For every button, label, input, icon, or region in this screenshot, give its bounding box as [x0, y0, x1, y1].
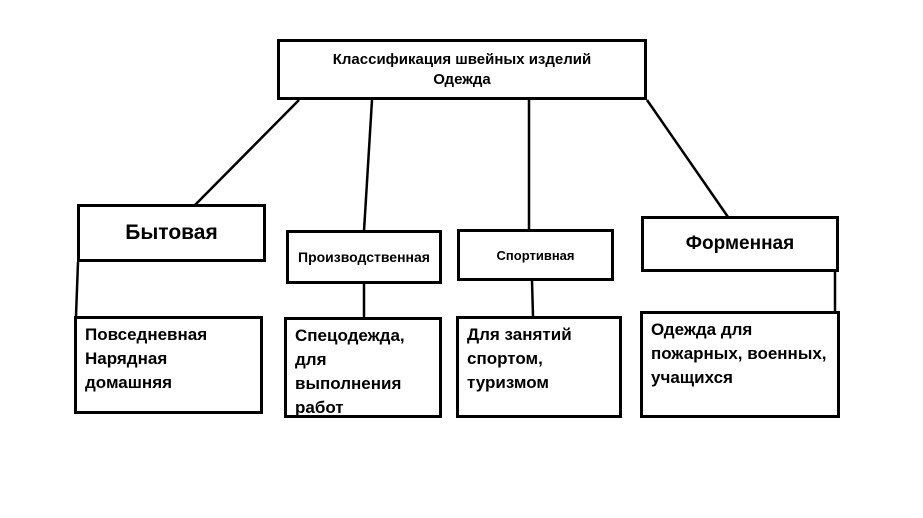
detail-line: Спецодежда,	[295, 326, 405, 345]
details-proizvodstvennaya: Спецодежда, для выполнения работ	[284, 317, 442, 418]
details-sportivnaya: Для занятий спортом, туризмом	[456, 316, 622, 418]
connector-bytovaya-details	[74, 261, 80, 317]
category-formennaya: Форменная	[641, 216, 839, 272]
detail-line: работ	[295, 398, 344, 417]
root-subtitle: Одежда	[433, 70, 491, 88]
detail-line: домашняя	[85, 373, 173, 392]
category-label: Производственная	[298, 249, 430, 265]
category-bytovaya: Бытовая	[77, 204, 266, 262]
connector-root-formennaya	[645, 99, 730, 218]
detail-line: выполнения	[295, 374, 402, 393]
connector-sportivnaya-details	[530, 280, 535, 317]
root-title: Классификация швейных изделий	[332, 50, 592, 68]
detail-line: Повседневная	[85, 325, 208, 344]
details-formennaya: Одежда для пожарных, военных, учащихся	[640, 311, 840, 418]
category-label: Форменная	[685, 233, 795, 254]
detail-line: пожарных, военных,	[651, 344, 827, 363]
root-node: Классификация швейных изделий Одежда	[277, 39, 647, 100]
category-label: Бытовая	[125, 221, 218, 244]
detail-line: для	[295, 350, 327, 369]
detail-line: Для занятий	[467, 325, 572, 344]
detail-line: спортом,	[467, 349, 543, 368]
connector-root-proizvodstvennaya	[362, 99, 374, 232]
details-bytovaya: Повседневная Нарядная домашняя	[74, 316, 263, 414]
detail-line: туризмом	[467, 373, 549, 392]
detail-line: учащихся	[651, 368, 733, 387]
detail-line: Одежда для	[651, 320, 753, 339]
category-sportivnaya: Спортивная	[457, 229, 614, 281]
category-proizvodstvennaya: Производственная	[286, 230, 442, 284]
detail-line: Нарядная	[85, 349, 168, 368]
connector-root-bytovaya	[194, 99, 300, 206]
category-label: Спортивная	[496, 247, 575, 263]
